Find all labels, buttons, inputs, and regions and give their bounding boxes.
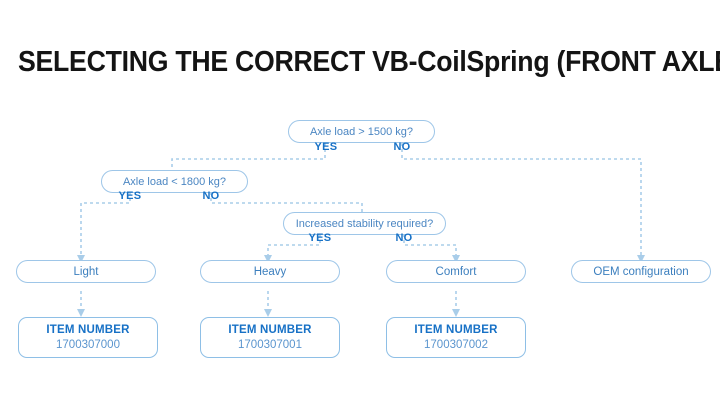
edge-label-d2-no: NO <box>202 190 220 202</box>
item-number-label: ITEM NUMBER <box>228 324 312 336</box>
result-label: Heavy <box>253 265 287 278</box>
decision-axle-load-1500[interactable]: Axle load > 1500 kg? <box>288 120 435 143</box>
edge-d1-no <box>401 143 645 263</box>
result-label: Light <box>73 265 99 278</box>
item-number-value: 1700307002 <box>424 339 488 351</box>
edge-d2-no <box>210 192 363 212</box>
item-number-box-comfort[interactable]: ITEM NUMBER 1700307002 <box>386 317 526 358</box>
item-number-box-light[interactable]: ITEM NUMBER 1700307000 <box>18 317 158 358</box>
item-number-label: ITEM NUMBER <box>414 324 498 336</box>
result-light[interactable]: Light <box>16 260 156 283</box>
item-number-value: 1700307001 <box>238 339 302 351</box>
decision-increased-stability[interactable]: Increased stability required? <box>283 212 446 235</box>
result-label: OEM configuration <box>593 265 689 278</box>
decision-label: Axle load > 1500 kg? <box>309 125 414 138</box>
edge-d3-yes <box>264 234 321 263</box>
result-comfort[interactable]: Comfort <box>386 260 526 283</box>
edge-d2-yes <box>77 192 131 263</box>
item-number-box-heavy[interactable]: ITEM NUMBER 1700307001 <box>200 317 340 358</box>
result-heavy[interactable]: Heavy <box>200 260 340 283</box>
edge-label-d1-no: NO <box>393 141 411 153</box>
decision-label: Increased stability required? <box>295 217 434 230</box>
decision-axle-load-1800[interactable]: Axle load < 1800 kg? <box>101 170 248 193</box>
edge-label-d1-yes: YES <box>314 141 338 153</box>
edge-label-d3-yes: YES <box>308 232 332 244</box>
edge-d3-no <box>403 234 460 263</box>
decision-label: Axle load < 1800 kg? <box>122 175 227 188</box>
result-label: Comfort <box>435 265 477 278</box>
result-oem-configuration[interactable]: OEM configuration <box>571 260 711 283</box>
page-title: SELECTING THE CORRECT VB-CoilSpring (FRO… <box>18 46 720 78</box>
edge-label-d3-no: NO <box>395 232 413 244</box>
item-number-label: ITEM NUMBER <box>46 324 130 336</box>
item-number-value: 1700307000 <box>56 339 120 351</box>
edge-label-d2-yes: YES <box>118 190 142 202</box>
edge-d1-yes <box>171 143 326 170</box>
